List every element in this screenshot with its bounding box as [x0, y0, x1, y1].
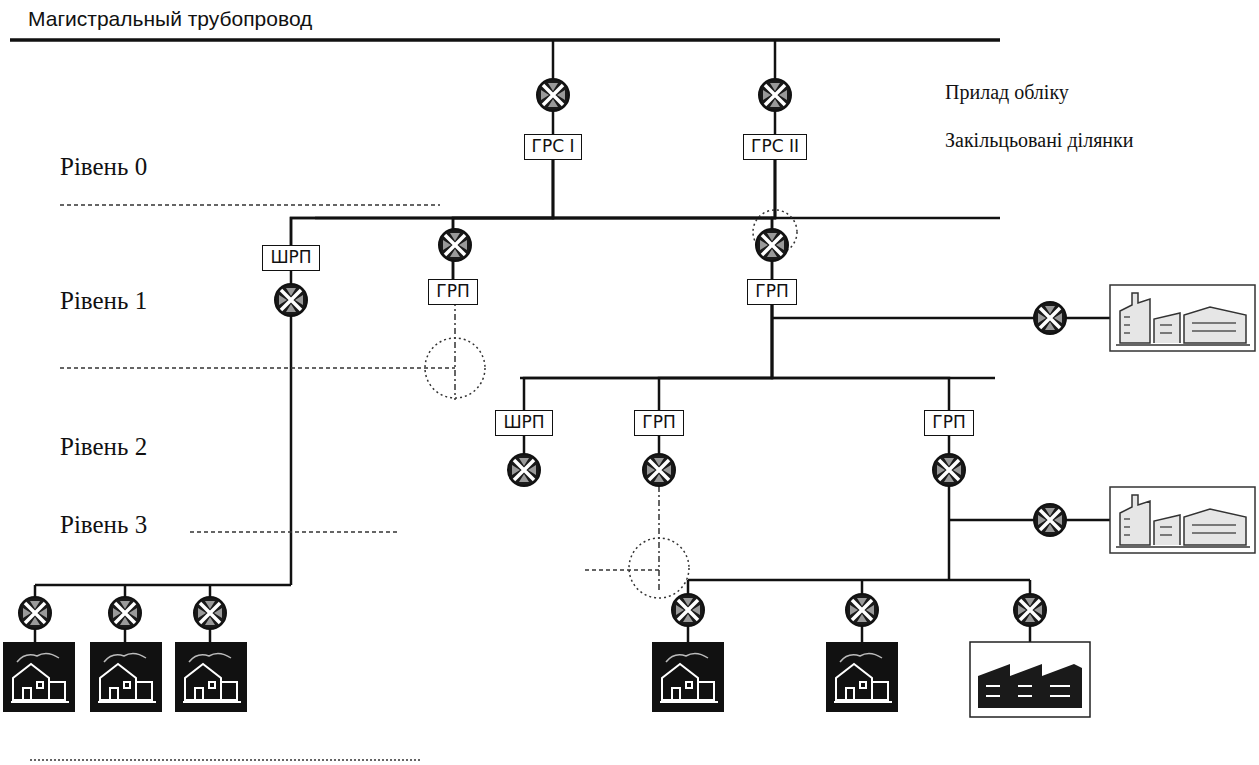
- station-box: ГРС II: [743, 134, 807, 159]
- annotation-label: Рівень 0: [60, 152, 147, 182]
- meter-symbol: [759, 79, 791, 111]
- annotation-label: Рівень 2: [60, 432, 147, 462]
- house-icon: [826, 642, 898, 712]
- consumers: [3, 285, 1255, 717]
- station-label: ГРП: [932, 412, 965, 433]
- meter-symbol: [933, 454, 965, 486]
- bus-pipe: [35, 584, 291, 587]
- station-box: ШРП: [495, 410, 552, 435]
- station-label: ШРП: [503, 412, 544, 433]
- level-line: [60, 367, 455, 369]
- annotation-label: Закільцьовані ділянки: [945, 128, 1145, 152]
- station-box: ШРП: [262, 245, 319, 270]
- station-label: ГРС I: [532, 136, 575, 157]
- station-label: ГРП: [436, 281, 469, 302]
- level-line: [60, 204, 440, 206]
- level-line: [30, 759, 420, 761]
- meter-symbol: [1034, 504, 1066, 536]
- meter-symbol: [275, 284, 307, 316]
- gas-pipe: [291, 160, 775, 246]
- level-line: [585, 569, 660, 571]
- bus-pipe: [315, 217, 1000, 220]
- station-box: ГРП: [924, 410, 973, 435]
- bus-pipe: [688, 579, 1030, 582]
- main-pipeline: [10, 38, 1000, 42]
- ring-marker: [425, 338, 485, 398]
- factory-icon: [1110, 285, 1255, 351]
- pipeline-title: Магистральный трубопровод: [28, 6, 312, 31]
- meter-symbol: [1014, 594, 1046, 626]
- station-box: ГРП: [634, 410, 683, 435]
- station-box: ГРП: [747, 279, 796, 304]
- pipe: [290, 270, 293, 585]
- meter-symbol: [439, 229, 471, 261]
- station-box: ГРС I: [524, 134, 583, 159]
- gas-pipe: [291, 160, 553, 246]
- meter-symbol: [643, 454, 675, 486]
- meter-symbol: [19, 597, 51, 629]
- factory-icon: [1110, 487, 1255, 553]
- ring-marker: [629, 538, 689, 598]
- station-label: ГРП: [642, 412, 675, 433]
- pipe: [949, 519, 1112, 522]
- meter-symbol: [1034, 302, 1066, 334]
- meter-symbol: [672, 594, 704, 626]
- meter-symbol: [508, 454, 540, 486]
- station-label: ГРС II: [751, 136, 799, 157]
- annotation-label: Рівень 1: [60, 286, 147, 316]
- station-label: ГРП: [755, 281, 788, 302]
- house-icon: [90, 642, 162, 712]
- level-dividers: [30, 205, 797, 760]
- gas-pipe: [453, 160, 775, 280]
- meters: [19, 79, 1066, 629]
- meter-symbol: [846, 594, 878, 626]
- gas-pipe: [553, 160, 772, 280]
- meter-symbol: [537, 79, 569, 111]
- level-line: [190, 531, 400, 533]
- house-icon: [175, 642, 247, 712]
- annotation-label: Рівень 3: [60, 510, 147, 540]
- pipe: [771, 300, 774, 378]
- meter-symbol: [756, 229, 788, 261]
- station-label: ШРП: [270, 247, 311, 268]
- annotation-label: Прилад обліку: [945, 80, 1165, 104]
- meter-symbol: [109, 597, 141, 629]
- gas-pipe: [524, 305, 772, 411]
- gas-pipe: [772, 305, 949, 411]
- gas-pipe: [659, 305, 772, 411]
- industrial-icon: [970, 642, 1090, 717]
- house-icon: [652, 642, 724, 712]
- meter-symbol: [194, 597, 226, 629]
- gas-pipe: [453, 160, 553, 280]
- dash-dot-line: [454, 300, 456, 400]
- bus-pipe: [520, 377, 995, 380]
- station-box: ГРП: [428, 279, 477, 304]
- house-icon: [3, 642, 75, 712]
